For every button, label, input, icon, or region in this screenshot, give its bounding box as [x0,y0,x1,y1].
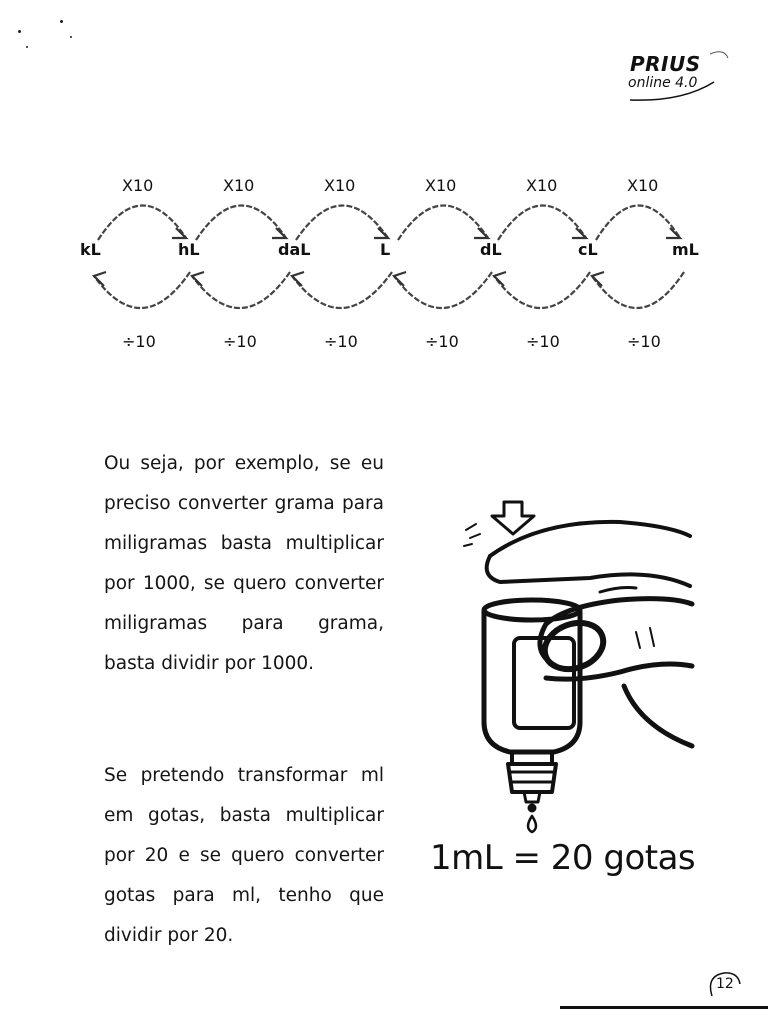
press-arrow-icon [490,500,536,536]
arrowhead-icon [491,270,507,287]
divide-arrow [393,271,493,310]
multiply-arrow [97,204,187,241]
divide-label: ÷10 [526,332,560,351]
unit-label: kL [80,240,101,259]
divide-label: ÷10 [627,332,661,351]
prius-online-logo: PRIUS online 4.0 [622,44,732,114]
logo-subtitle: online 4.0 [628,75,698,91]
arrowhead-icon [189,270,205,287]
divide-arrow [191,271,291,310]
multiply-label: X10 [425,176,457,195]
multiply-label: X10 [324,176,356,195]
multiply-label: X10 [526,176,558,195]
divide-arrow [291,271,393,310]
unit-label: mL [672,240,699,259]
multiply-label: X10 [627,176,659,195]
divide-label: ÷10 [223,332,257,351]
divide-label: ÷10 [324,332,358,351]
page-number-badge: 12 [706,970,742,1000]
page-number: 12 [716,976,734,992]
arrowhead-icon [172,227,189,240]
arrowhead-icon [589,270,605,287]
unit-label: L [380,240,391,259]
dropper-bottle-illustration [460,496,700,836]
arrowhead-icon [666,227,683,240]
multiply-arrow [497,204,587,241]
arrowhead-icon [572,227,589,240]
multiply-label: X10 [122,176,154,195]
logo-brand: PRIUS [630,52,701,76]
multiply-arrow [295,204,389,241]
arrowhead-icon [474,227,491,240]
drops-paragraph: Se pretendo transformar ml em gotas, bas… [104,765,384,946]
divide-arrow [493,271,591,310]
footer-rule [560,1006,768,1009]
arrowhead-icon [272,227,289,240]
arrowhead-icon [391,270,407,287]
unit-label: cL [578,240,598,259]
unit-label: daL [278,240,311,259]
explanation-paragraph: Ou seja, por exemplo, se eu preciso conv… [104,453,384,674]
unit-label: hL [178,240,200,259]
scan-speck [70,36,72,38]
divide-label: ÷10 [122,332,156,351]
arrowhead-icon [289,270,305,287]
scan-speck [60,20,63,23]
multiply-arrow [397,204,489,241]
arrowhead-icon [91,270,107,287]
scan-speck [18,30,21,33]
multiply-arrow [595,204,681,241]
unit-label: dL [480,240,502,259]
logo-swoosh [629,51,729,101]
divide-arrow [93,271,191,310]
divide-arrow [591,271,685,310]
arrowhead-icon [374,227,391,240]
multiply-label: X10 [223,176,255,195]
drops-equation: 1mL = 20 gotas [430,838,696,878]
divide-label: ÷10 [425,332,459,351]
page-number-circle-icon [709,972,741,997]
scan-speck [26,46,28,48]
multiply-arrow [195,204,287,241]
conversion-arrows [91,204,685,310]
